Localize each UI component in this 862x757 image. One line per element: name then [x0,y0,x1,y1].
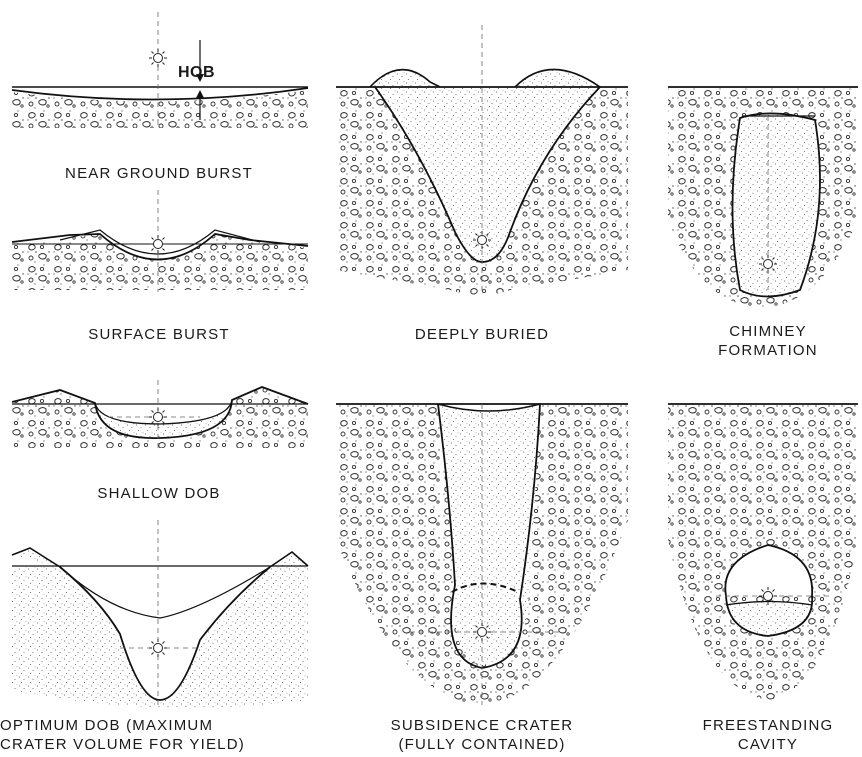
burst-icon [759,255,777,273]
burst-icon [473,623,491,641]
chimney-formation-panel [668,87,858,308]
burst-icon [759,587,777,605]
caption-optimum-dob: OPTIMUM DOB (MAXIMUM CRATER VOLUME FOR Y… [0,716,330,754]
subsidence-crater-panel [336,404,628,705]
burst-icon [149,49,167,67]
optimum-dob-panel [12,520,308,708]
caption-chimney-formation: CHIMNEY FORMATION [680,322,856,360]
surface-burst-panel [12,190,308,292]
caption-freestanding-cavity: FREESTANDING CAVITY [680,716,856,754]
hob-label: HOB [178,64,215,82]
caption-near-ground-burst: NEAR GROUND BURST [24,164,294,183]
caption-shallow-dob: SHALLOW DOB [24,484,294,503]
burst-icon [149,235,167,253]
freestanding-cavity-panel [668,404,858,700]
caption-deeply-buried: DEEPLY BURIED [360,325,604,344]
deeply-buried-panel [336,25,628,295]
burst-icon [473,231,491,249]
burst-icon [149,639,167,657]
near-ground-burst-panel [12,12,308,128]
caption-subsidence-crater: SUBSIDENCE CRATER (FULLY CONTAINED) [350,716,614,754]
burst-icon [149,408,167,426]
shallow-dob-panel [12,380,308,450]
caption-surface-burst: SURFACE BURST [24,325,294,344]
